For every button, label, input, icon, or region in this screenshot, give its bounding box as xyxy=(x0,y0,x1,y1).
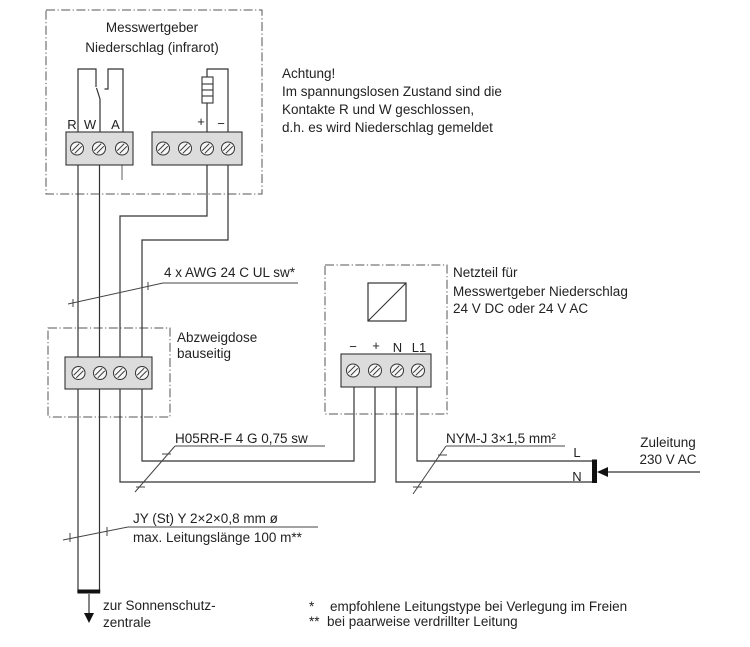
mains-terminal-bar xyxy=(592,459,597,483)
contact-label-w: W xyxy=(84,117,97,132)
terminal-screw-icon xyxy=(346,363,360,378)
footnote-1-text: empfohlene Leitungstype bei Verlegung im… xyxy=(330,599,627,614)
terminal-screw-icon xyxy=(70,141,84,156)
cable-psu-label: H05RR-F 4 G 0,75 sw xyxy=(175,431,308,446)
supply-label-plus: + xyxy=(197,114,205,129)
contact-label-r: R xyxy=(67,117,76,132)
leader-cable-sensor xyxy=(67,282,298,307)
footnote-2-text: bei paarweise verdrillter Leitung xyxy=(327,614,518,629)
wire-n xyxy=(395,387,593,483)
junction-box-terminal-block xyxy=(64,356,153,390)
cable-sensor-label: 4 x AWG 24 C UL sw* xyxy=(164,265,296,280)
heater-resistor-icon xyxy=(201,68,229,132)
destination-label-line2: zentrale xyxy=(103,615,151,630)
wire-plus xyxy=(119,165,376,483)
warning-line2: Im spannungslosen Zustand sind die xyxy=(282,84,502,99)
sensor-terminal-block-contacts xyxy=(65,131,134,166)
sensor-title-line1: Messwertgeber xyxy=(106,20,199,35)
power-supply-enclosure xyxy=(324,264,448,415)
warning-line3: Kontakte R und W geschlossen, xyxy=(282,102,474,117)
terminal-screw-icon xyxy=(71,366,86,380)
junction-box-enclosure xyxy=(47,327,171,418)
psu-terminal-label-l1: L1 xyxy=(412,340,426,355)
terminal-screw-icon xyxy=(92,141,106,156)
junction-box-label-line1: Abzweigdose xyxy=(177,330,257,345)
mains-feed-arrow-icon xyxy=(597,467,700,477)
footnote-1-mark: * xyxy=(309,599,315,614)
power-supply-label-line3: 24 V DC oder 24 V AC xyxy=(453,301,588,316)
power-supply-terminal-block xyxy=(340,353,432,388)
to-control-unit-arrow-icon xyxy=(84,594,94,623)
contact-label-a: A xyxy=(111,117,120,132)
rain-contact-switch-icon xyxy=(77,68,124,132)
destination-label-line1: zur Sonnenschutz- xyxy=(103,598,216,613)
terminal-screw-icon xyxy=(115,141,129,156)
footnote-2-mark: ** xyxy=(309,614,320,629)
sensor-title-line2: Niederschlag (infrarot) xyxy=(85,40,219,55)
leader-cable-control xyxy=(62,526,318,542)
power-supply-converter-icon xyxy=(367,282,407,322)
psu-terminal-label-n: N xyxy=(393,340,402,355)
mains-n-label: N xyxy=(572,469,581,484)
mains-feed-label-line2: 230 V AC xyxy=(639,452,696,467)
cable-control-label-line1: JY (St) Y 2×2×0,8 mm ø xyxy=(133,511,278,526)
leader-cable-mains xyxy=(412,445,565,495)
power-supply-label-line2: Messwertgeber Niederschlag xyxy=(453,284,628,299)
wire-minus xyxy=(141,165,355,462)
terminal-screw-icon xyxy=(221,141,235,156)
terminal-screw-icon xyxy=(390,363,404,378)
terminal-screw-icon xyxy=(200,141,214,156)
wire-l1 xyxy=(416,387,593,462)
psu-terminal-label-minus: − xyxy=(349,339,357,354)
terminal-screw-icon xyxy=(156,141,170,156)
mains-feed-label-line1: Zuleitung xyxy=(640,435,696,450)
terminal-screw-icon xyxy=(178,141,192,156)
sensor-enclosure xyxy=(45,9,263,195)
terminal-screw-icon xyxy=(113,366,127,380)
supply-label-minus: − xyxy=(217,116,225,131)
cable-control-label-line2: max. Leitungslänge 100 m** xyxy=(133,530,303,545)
terminal-screw-icon xyxy=(411,363,425,378)
leader-cable-psu xyxy=(134,445,325,493)
terminal-screw-icon xyxy=(368,363,382,378)
warning-line1: Achtung! xyxy=(282,66,335,81)
cable-mains-label: NYM-J 3×1,5 mm² xyxy=(446,431,556,446)
psu-terminal-label-plus: + xyxy=(372,338,380,353)
warning-line4: d.h. es wird Niederschlag gemeldet xyxy=(282,120,493,135)
terminal-screw-icon xyxy=(93,366,107,380)
mains-l-label: L xyxy=(573,445,580,460)
power-supply-label-line1: Netzteil für xyxy=(453,265,518,280)
sensor-terminal-block-supply xyxy=(151,131,243,166)
terminal-screw-icon xyxy=(135,366,149,380)
junction-box-label-line2: bauseitig xyxy=(177,346,231,361)
control-cable-end-bar xyxy=(77,589,101,594)
